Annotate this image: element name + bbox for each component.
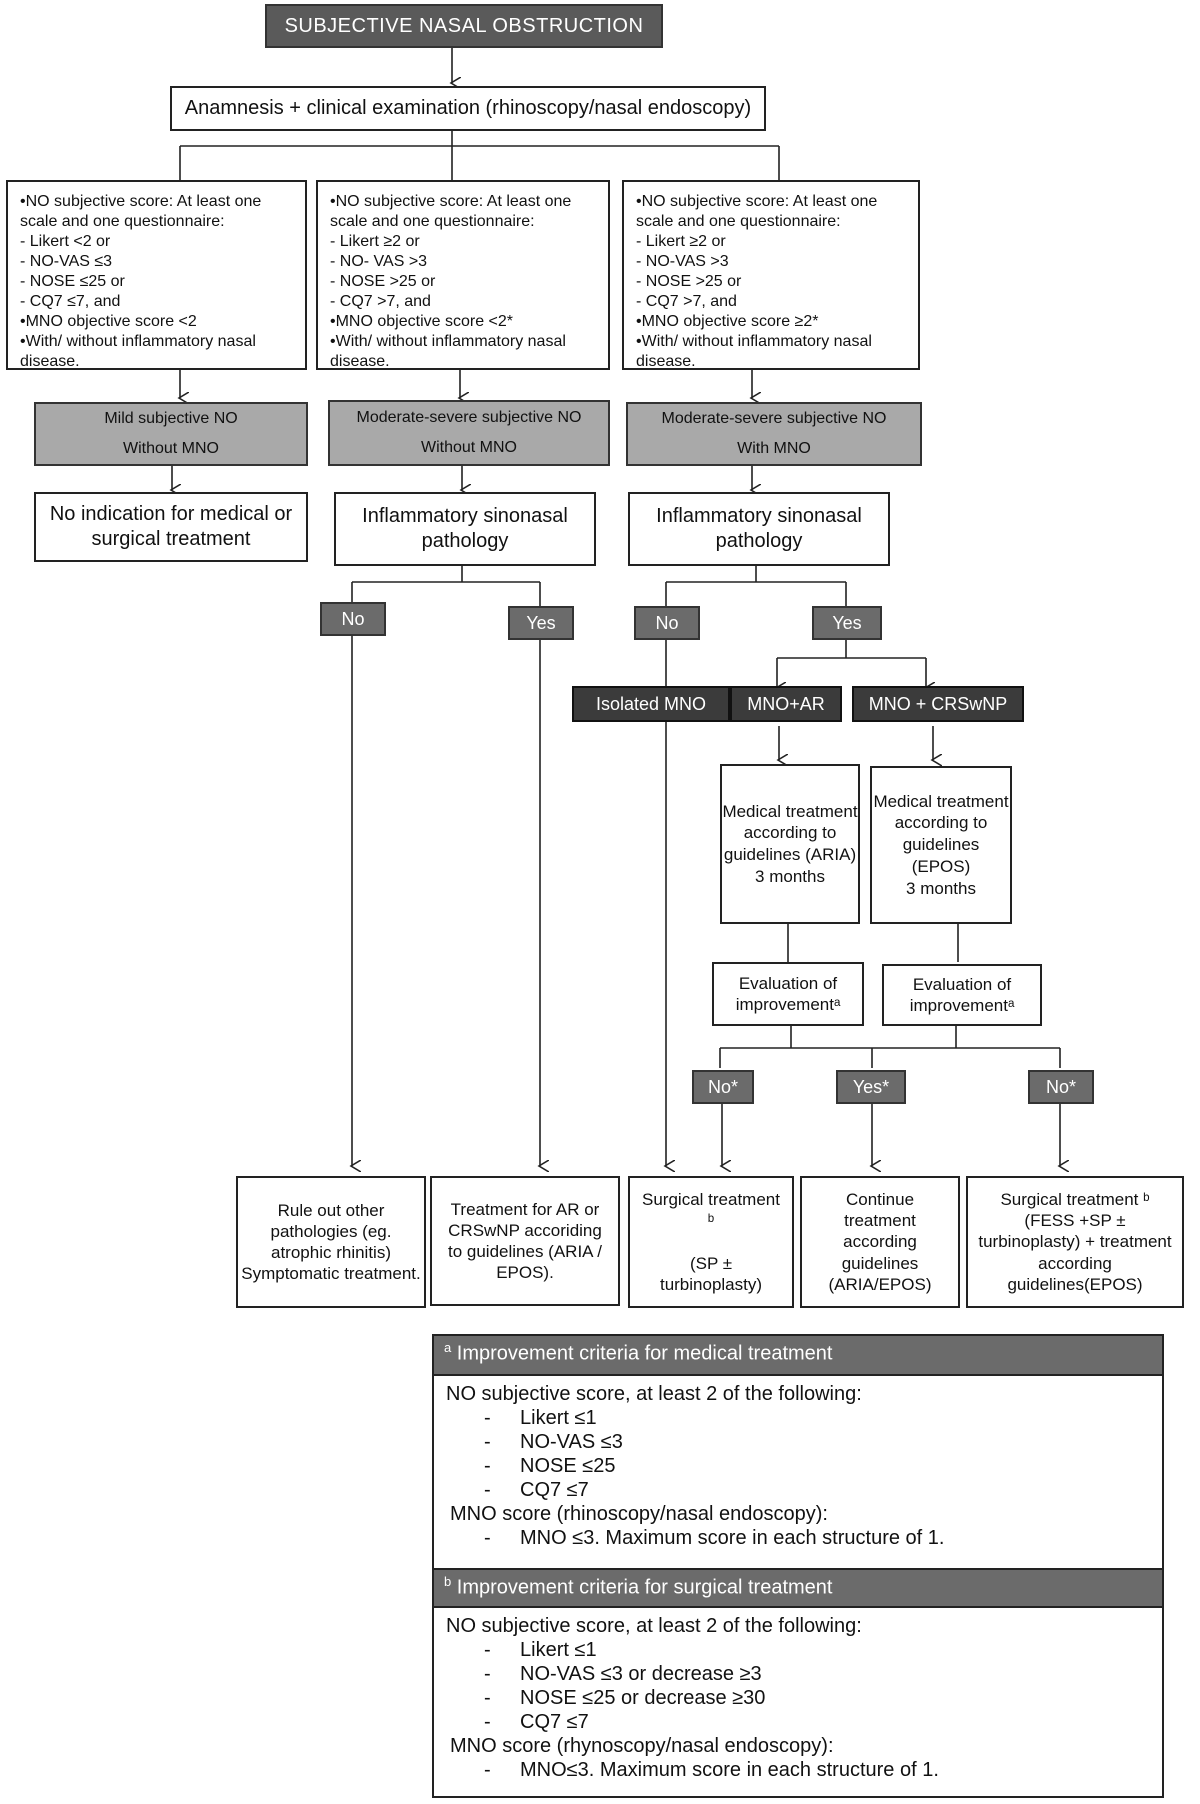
- legend-b-body: NO subjective score, at least 2 of the f…: [434, 1608, 1162, 1796]
- category-text-moderate-without: Moderate-severe subjective NO Without MN…: [356, 408, 582, 456]
- decision-no-star-2: No*: [1028, 1070, 1094, 1104]
- legend-a-item: -NO-VAS ≤3: [484, 1431, 623, 1453]
- inflammatory-box-middle: Inflammatory sinonasal pathology: [334, 492, 596, 566]
- criteria-box-left: •NO subjective score: At least one scale…: [6, 180, 307, 370]
- decision-yes-middle-text: Yes: [526, 612, 556, 633]
- outcome-continue-text: Continue treatment according guidelines …: [828, 1189, 932, 1294]
- legend-b-mno-list: -MNO≤3. Maximum score in each structure …: [446, 1758, 1150, 1782]
- criteria-box-right: •NO subjective score: At least one scale…: [622, 180, 920, 370]
- legend-b-superscript: b: [444, 1574, 452, 1589]
- legend-a-mno-list: -MNO ≤3. Maximum score in each structure…: [446, 1526, 1150, 1550]
- title-text: SUBJECTIVE NASAL OBSTRUCTION: [284, 14, 644, 37]
- medical-treatment-epos-box: Medical treatment according to guideline…: [870, 766, 1012, 924]
- outcome-rule-out-text: Rule out other pathologies (eg. atrophic…: [241, 1200, 421, 1284]
- decision-no-right-text: No: [655, 612, 679, 633]
- isolated-mno-text: Isolated MNO: [595, 693, 707, 714]
- decision-no-star-1: No*: [692, 1070, 754, 1104]
- evaluation-text-left: Evaluation of improvementᵃ: [735, 973, 841, 1014]
- decision-yes-star: Yes*: [836, 1070, 906, 1104]
- legend-b-item: -Likert ≤1: [484, 1639, 597, 1661]
- decision-no-middle-text: No: [341, 608, 365, 629]
- legend-b-mno-label: MNO score (rhynoscopy/nasal endoscopy):: [450, 1735, 834, 1757]
- inflammatory-box-right: Inflammatory sinonasal pathology: [628, 492, 890, 566]
- legend-b-header: b Improvement criteria for surgical trea…: [434, 1568, 1162, 1608]
- mno-ar-text: MNO+AR: [747, 693, 825, 714]
- inflammatory-text-right: Inflammatory sinonasal pathology: [656, 505, 862, 552]
- criteria-text-left: •NO subjective score: At least one scale…: [20, 193, 262, 370]
- legend-a-body: NO subjective score, at least 2 of the f…: [434, 1376, 1162, 1562]
- mno-crswnp-text: MNO + CRSwNP: [868, 693, 1008, 714]
- evaluation-box-left: Evaluation of improvementᵃ: [712, 962, 864, 1026]
- decision-yes-right-text: Yes: [832, 612, 862, 633]
- outcome-continue-box: Continue treatment according guidelines …: [800, 1176, 960, 1308]
- outcome-rule-out-box: Rule out other pathologies (eg. atrophic…: [236, 1176, 426, 1308]
- decision-yes-middle: Yes: [508, 606, 574, 640]
- inflammatory-text-middle: Inflammatory sinonasal pathology: [362, 505, 568, 552]
- outcome-surgical-text: Surgical treatment ᵇ (SP ± turbinoplasty…: [642, 1189, 780, 1294]
- legend-b-item: -NO-VAS ≤3 or decrease ≥3: [484, 1663, 762, 1685]
- no-indication-box: No indication for medical or surgical tr…: [34, 492, 308, 562]
- decision-yes-star-text: Yes*: [852, 1076, 890, 1097]
- evaluation-box-right: Evaluation of improvementᵃ: [882, 964, 1042, 1026]
- category-text-moderate-with: Moderate-severe subjective NO With MNO: [661, 409, 887, 457]
- criteria-text-right: •NO subjective score: At least one scale…: [636, 193, 878, 370]
- legend-b-intro: NO subjective score, at least 2 of the f…: [446, 1615, 862, 1637]
- legend-b-item: -NOSE ≤25 or decrease ≥30: [484, 1687, 766, 1709]
- decision-no-middle: No: [320, 602, 386, 636]
- mno-ar-box: MNO+AR: [730, 686, 842, 722]
- anamnesis-text: Anamnesis + clinical examination (rhinos…: [184, 97, 752, 119]
- category-box-moderate-without: Moderate-severe subjective NO Without MN…: [328, 400, 610, 466]
- isolated-mno-box: Isolated MNO: [572, 686, 730, 722]
- legend-b-item: -CQ7 ≤7: [484, 1711, 589, 1733]
- mno-crswnp-box: MNO + CRSwNP: [852, 686, 1024, 722]
- category-box-mild: Mild subjective NO Without MNO: [34, 402, 308, 466]
- criteria-box-middle: •NO subjective score: At least one scale…: [316, 180, 610, 370]
- decision-no-star-2-text: No*: [1045, 1076, 1076, 1097]
- legend-a-item: -CQ7 ≤7: [484, 1479, 589, 1501]
- medical-treatment-aria-text: Medical treatment according to guideline…: [722, 801, 858, 886]
- outcome-surgical-box: Surgical treatment ᵇ (SP ± turbinoplasty…: [628, 1176, 794, 1308]
- legend-a-intro: NO subjective score, at least 2 of the f…: [446, 1383, 862, 1405]
- decision-no-right: No: [634, 606, 700, 640]
- outcome-surgical-fess-box: Surgical treatment ᵇ (FESS +SP ± turbino…: [966, 1176, 1184, 1308]
- legend-a-superscript: a: [444, 1340, 452, 1355]
- legend-a-header-text: Improvement criteria for medical treatme…: [456, 1342, 833, 1365]
- legend-a-mno-item: -MNO ≤3. Maximum score in each structure…: [484, 1527, 945, 1549]
- legend-b-header-text: Improvement criteria for surgical treatm…: [456, 1576, 833, 1599]
- legend-a-header: a Improvement criteria for medical treat…: [434, 1336, 1162, 1376]
- outcome-treatment-ar-text: Treatment for AR or CRSwNP accoriding to…: [447, 1199, 603, 1283]
- category-box-moderate-with: Moderate-severe subjective NO With MNO: [626, 402, 922, 466]
- category-text-mild: Mild subjective NO Without MNO: [104, 409, 238, 457]
- legend-a-mno-label: MNO score (rhinoscopy/nasal endoscopy):: [450, 1503, 828, 1525]
- anamnesis-box: Anamnesis + clinical examination (rhinos…: [170, 86, 766, 131]
- outcome-surgical-fess-text: Surgical treatment ᵇ (FESS +SP ± turbino…: [978, 1189, 1172, 1294]
- outcome-treatment-ar-box: Treatment for AR or CRSwNP accoriding to…: [430, 1176, 620, 1306]
- evaluation-text-right: Evaluation of improvementᵃ: [909, 974, 1015, 1015]
- medical-treatment-aria-box: Medical treatment according to guideline…: [720, 764, 860, 924]
- decision-yes-right: Yes: [812, 606, 882, 640]
- no-indication-text: No indication for medical or surgical tr…: [49, 503, 293, 550]
- decision-no-star-1-text: No*: [707, 1076, 738, 1097]
- legend-a-item: -Likert ≤1: [484, 1407, 597, 1429]
- criteria-text-middle: •NO subjective score: At least one scale…: [330, 193, 572, 370]
- legend-a-list: -Likert ≤1 -NO-VAS ≤3 -NOSE ≤25 -CQ7 ≤7: [446, 1406, 1150, 1502]
- legend-panel: a Improvement criteria for medical treat…: [432, 1334, 1164, 1798]
- medical-treatment-epos-text: Medical treatment according to guideline…: [873, 791, 1009, 898]
- legend-b-list: -Likert ≤1 -NO-VAS ≤3 or decrease ≥3 -NO…: [446, 1638, 1150, 1734]
- title-box: SUBJECTIVE NASAL OBSTRUCTION: [265, 4, 663, 48]
- legend-a-item: -NOSE ≤25: [484, 1455, 616, 1477]
- legend-b-mno-item: -MNO≤3. Maximum score in each structure …: [484, 1759, 939, 1781]
